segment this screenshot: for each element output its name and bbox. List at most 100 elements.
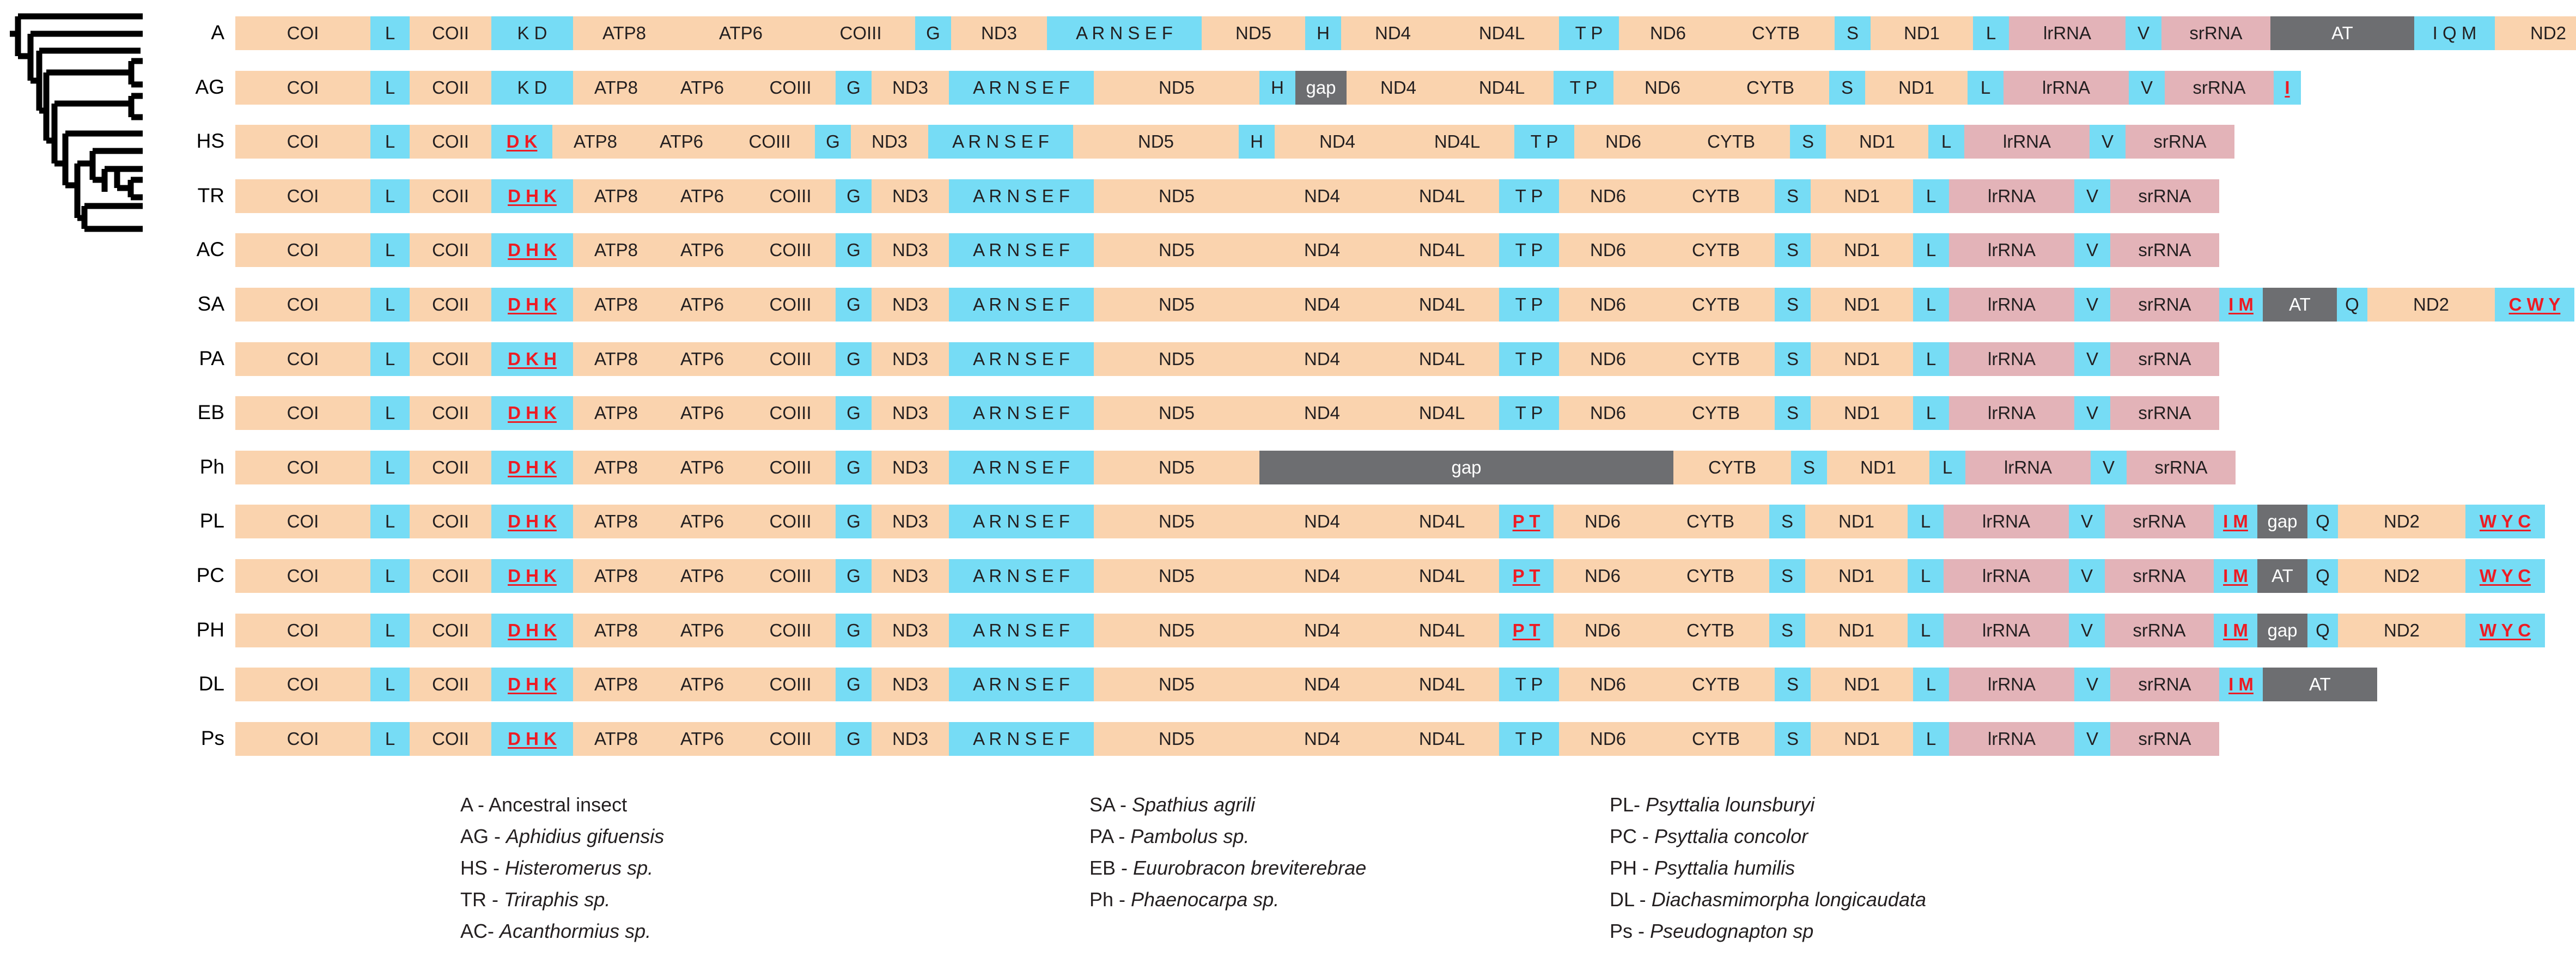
gene-block-Ps-nd4l: ND4L bbox=[1385, 722, 1499, 756]
gene-block-SA-v: V bbox=[2074, 288, 2110, 322]
gene-block-A-arnsef: A R N S E F bbox=[1047, 16, 1202, 50]
gene-block-PL-gap: gap bbox=[2257, 505, 2307, 539]
taxon-label-SA: SA bbox=[197, 293, 224, 315]
gene-block-A-s: S bbox=[1835, 16, 1871, 50]
gene-block-AC-tp: T P bbox=[1499, 233, 1559, 268]
gene-block-DL-cytb: CYTB bbox=[1657, 668, 1775, 702]
taxon-label-Ph: Ph bbox=[199, 455, 224, 478]
gene-block-AG-kd: K D bbox=[491, 70, 573, 105]
gene-block-PC-nd4: ND4 bbox=[1259, 559, 1385, 593]
gene-block-A-nd4l: ND4L bbox=[1445, 16, 1559, 50]
gene-block-Ps-nd4: ND4 bbox=[1259, 722, 1385, 756]
gene-block-PL-g: G bbox=[836, 505, 872, 539]
legend-item-code: Ps - bbox=[1610, 920, 1645, 942]
gene-block-AG-nd1: ND1 bbox=[1865, 70, 1968, 105]
legend-item: PL- Psyttalia lounsburyi bbox=[1610, 789, 1926, 821]
gene-block-PC-lrrna: lrRNA bbox=[1944, 559, 2069, 593]
gene-block-A-lrrna: lrRNA bbox=[2009, 16, 2126, 50]
gene-block-Ps-nd1: ND1 bbox=[1811, 722, 1913, 756]
gene-block-AG-v: V bbox=[2129, 70, 2165, 105]
gene-block-HS-nd5: ND5 bbox=[1073, 125, 1239, 159]
gene-block-PA-coii: COII bbox=[410, 342, 491, 376]
gene-block-PH-nd6: ND6 bbox=[1554, 613, 1652, 647]
legend-item-species-name: Diachasmimorpha longicaudata bbox=[1651, 888, 1926, 911]
gene-block-PC-g: G bbox=[836, 559, 872, 593]
legend-item: Ps - Pseudognapton sp bbox=[1610, 916, 1926, 947]
gene-block-HS-g: G bbox=[815, 125, 851, 159]
gene-block-PC-atp8: ATP8 bbox=[573, 559, 659, 593]
gene-block-TR-l: L bbox=[1913, 179, 1949, 213]
legend-item: AC- Acanthormius sp. bbox=[460, 916, 664, 947]
gene-block-Ph-coii: COII bbox=[410, 450, 491, 484]
gene-block-A-cytb: CYTB bbox=[1717, 16, 1835, 50]
gene-block-Ph-s: S bbox=[1791, 450, 1827, 484]
legend-item: EB - Euurobracon breviterebrae bbox=[1089, 852, 1366, 884]
gene-block-PA-arnsef: A R N S E F bbox=[949, 342, 1094, 376]
gene-block-Ps-coi: COI bbox=[235, 722, 370, 756]
gene-block-TR-dhk: D H K bbox=[491, 179, 573, 213]
gene-block-DL-nd4: ND4 bbox=[1259, 668, 1385, 702]
gene-block-PC-q: Q bbox=[2307, 559, 2338, 593]
gene-block-PH-coiii: COIII bbox=[745, 613, 836, 647]
gene-block-AC-cytb: CYTB bbox=[1657, 233, 1775, 268]
gene-block-PC-arnsef: A R N S E F bbox=[949, 559, 1094, 593]
gene-block-AG-coii: COII bbox=[410, 70, 491, 105]
gene-block-DL-l: L bbox=[370, 668, 410, 702]
gene-block-PL-cytb: CYTB bbox=[1652, 505, 1769, 539]
gene-block-PA-nd5: ND5 bbox=[1094, 342, 1259, 376]
gene-block-EB-g: G bbox=[836, 396, 872, 431]
gene-block-PH-l: L bbox=[1908, 613, 1944, 647]
legend-item-code: A - bbox=[460, 793, 485, 816]
taxon-label-Ps: Ps bbox=[200, 726, 224, 749]
gene-block-PL-nd5: ND5 bbox=[1094, 505, 1259, 539]
gene-block-TR-nd4l: ND4L bbox=[1385, 179, 1499, 213]
gene-block-AG-tp: T P bbox=[1554, 70, 1613, 105]
gene-block-TR-l: L bbox=[370, 179, 410, 213]
gene-block-EB-nd1: ND1 bbox=[1811, 396, 1913, 431]
gene-block-PH-atp8: ATP8 bbox=[573, 613, 659, 647]
gene-block-DL-arnsef: A R N S E F bbox=[949, 668, 1094, 702]
gene-block-AG-nd3: ND3 bbox=[872, 70, 949, 105]
gene-block-PA-dkh: D K H bbox=[491, 342, 573, 376]
legend-item-species-name: Psyttalia humilis bbox=[1654, 857, 1795, 879]
gene-block-PH-pt: P T bbox=[1499, 613, 1554, 647]
gene-block-AG-atp6: ATP6 bbox=[659, 70, 745, 105]
gene-block-PC-nd3: ND3 bbox=[872, 559, 949, 593]
taxon-label-EB: EB bbox=[197, 401, 224, 424]
gene-block-PA-srrna: srRNA bbox=[2110, 342, 2219, 376]
gene-block-AG-cytb: CYTB bbox=[1712, 70, 1829, 105]
gene-block-Ph-nd1: ND1 bbox=[1827, 450, 1929, 484]
gene-block-AC-atp8: ATP8 bbox=[573, 233, 659, 268]
gene-block-PH-nd4: ND4 bbox=[1259, 613, 1385, 647]
gene-block-Ps-atp8: ATP8 bbox=[573, 722, 659, 756]
gene-block-AC-atp6: ATP6 bbox=[659, 233, 745, 268]
gene-block-A-srrna: srRNA bbox=[2161, 16, 2270, 50]
gene-block-TR-s: S bbox=[1775, 179, 1811, 213]
legend-item: SA - Spathius agrili bbox=[1089, 789, 1366, 821]
gene-block-EB-nd5: ND5 bbox=[1094, 396, 1259, 431]
gene-block-EB-nd4l: ND4L bbox=[1385, 396, 1499, 431]
gene-block-DL-coi: COI bbox=[235, 668, 370, 702]
gene-block-HS-nd4: ND4 bbox=[1275, 125, 1400, 159]
gene-block-TR-lrrna: lrRNA bbox=[1949, 179, 2074, 213]
legend-item-species-name: Psyttalia lounsburyi bbox=[1646, 793, 1815, 816]
gene-block-PC-s: S bbox=[1769, 559, 1805, 593]
gene-block-Ph-dhk: D H K bbox=[491, 450, 573, 484]
gene-block-DL-g: G bbox=[836, 668, 872, 702]
gene-block-SA-atp6: ATP6 bbox=[659, 288, 745, 322]
gene-block-TR-coiii: COIII bbox=[745, 179, 836, 213]
gene-block-HS-atp8: ATP8 bbox=[552, 125, 638, 159]
gene-block-TR-nd4: ND4 bbox=[1259, 179, 1385, 213]
gene-block-EB-arnsef: A R N S E F bbox=[949, 396, 1094, 431]
gene-block-Ps-atp6: ATP6 bbox=[659, 722, 745, 756]
taxon-label-PL: PL bbox=[199, 510, 224, 532]
gene-block-PL-pt: P T bbox=[1499, 505, 1554, 539]
gene-block-PC-nd2: ND2 bbox=[2338, 559, 2465, 593]
gene-block-PA-s: S bbox=[1775, 342, 1811, 376]
gene-block-SA-nd6: ND6 bbox=[1559, 288, 1657, 322]
gene-block-HS-nd4l: ND4L bbox=[1400, 125, 1514, 159]
gene-block-DL-s: S bbox=[1775, 668, 1811, 702]
